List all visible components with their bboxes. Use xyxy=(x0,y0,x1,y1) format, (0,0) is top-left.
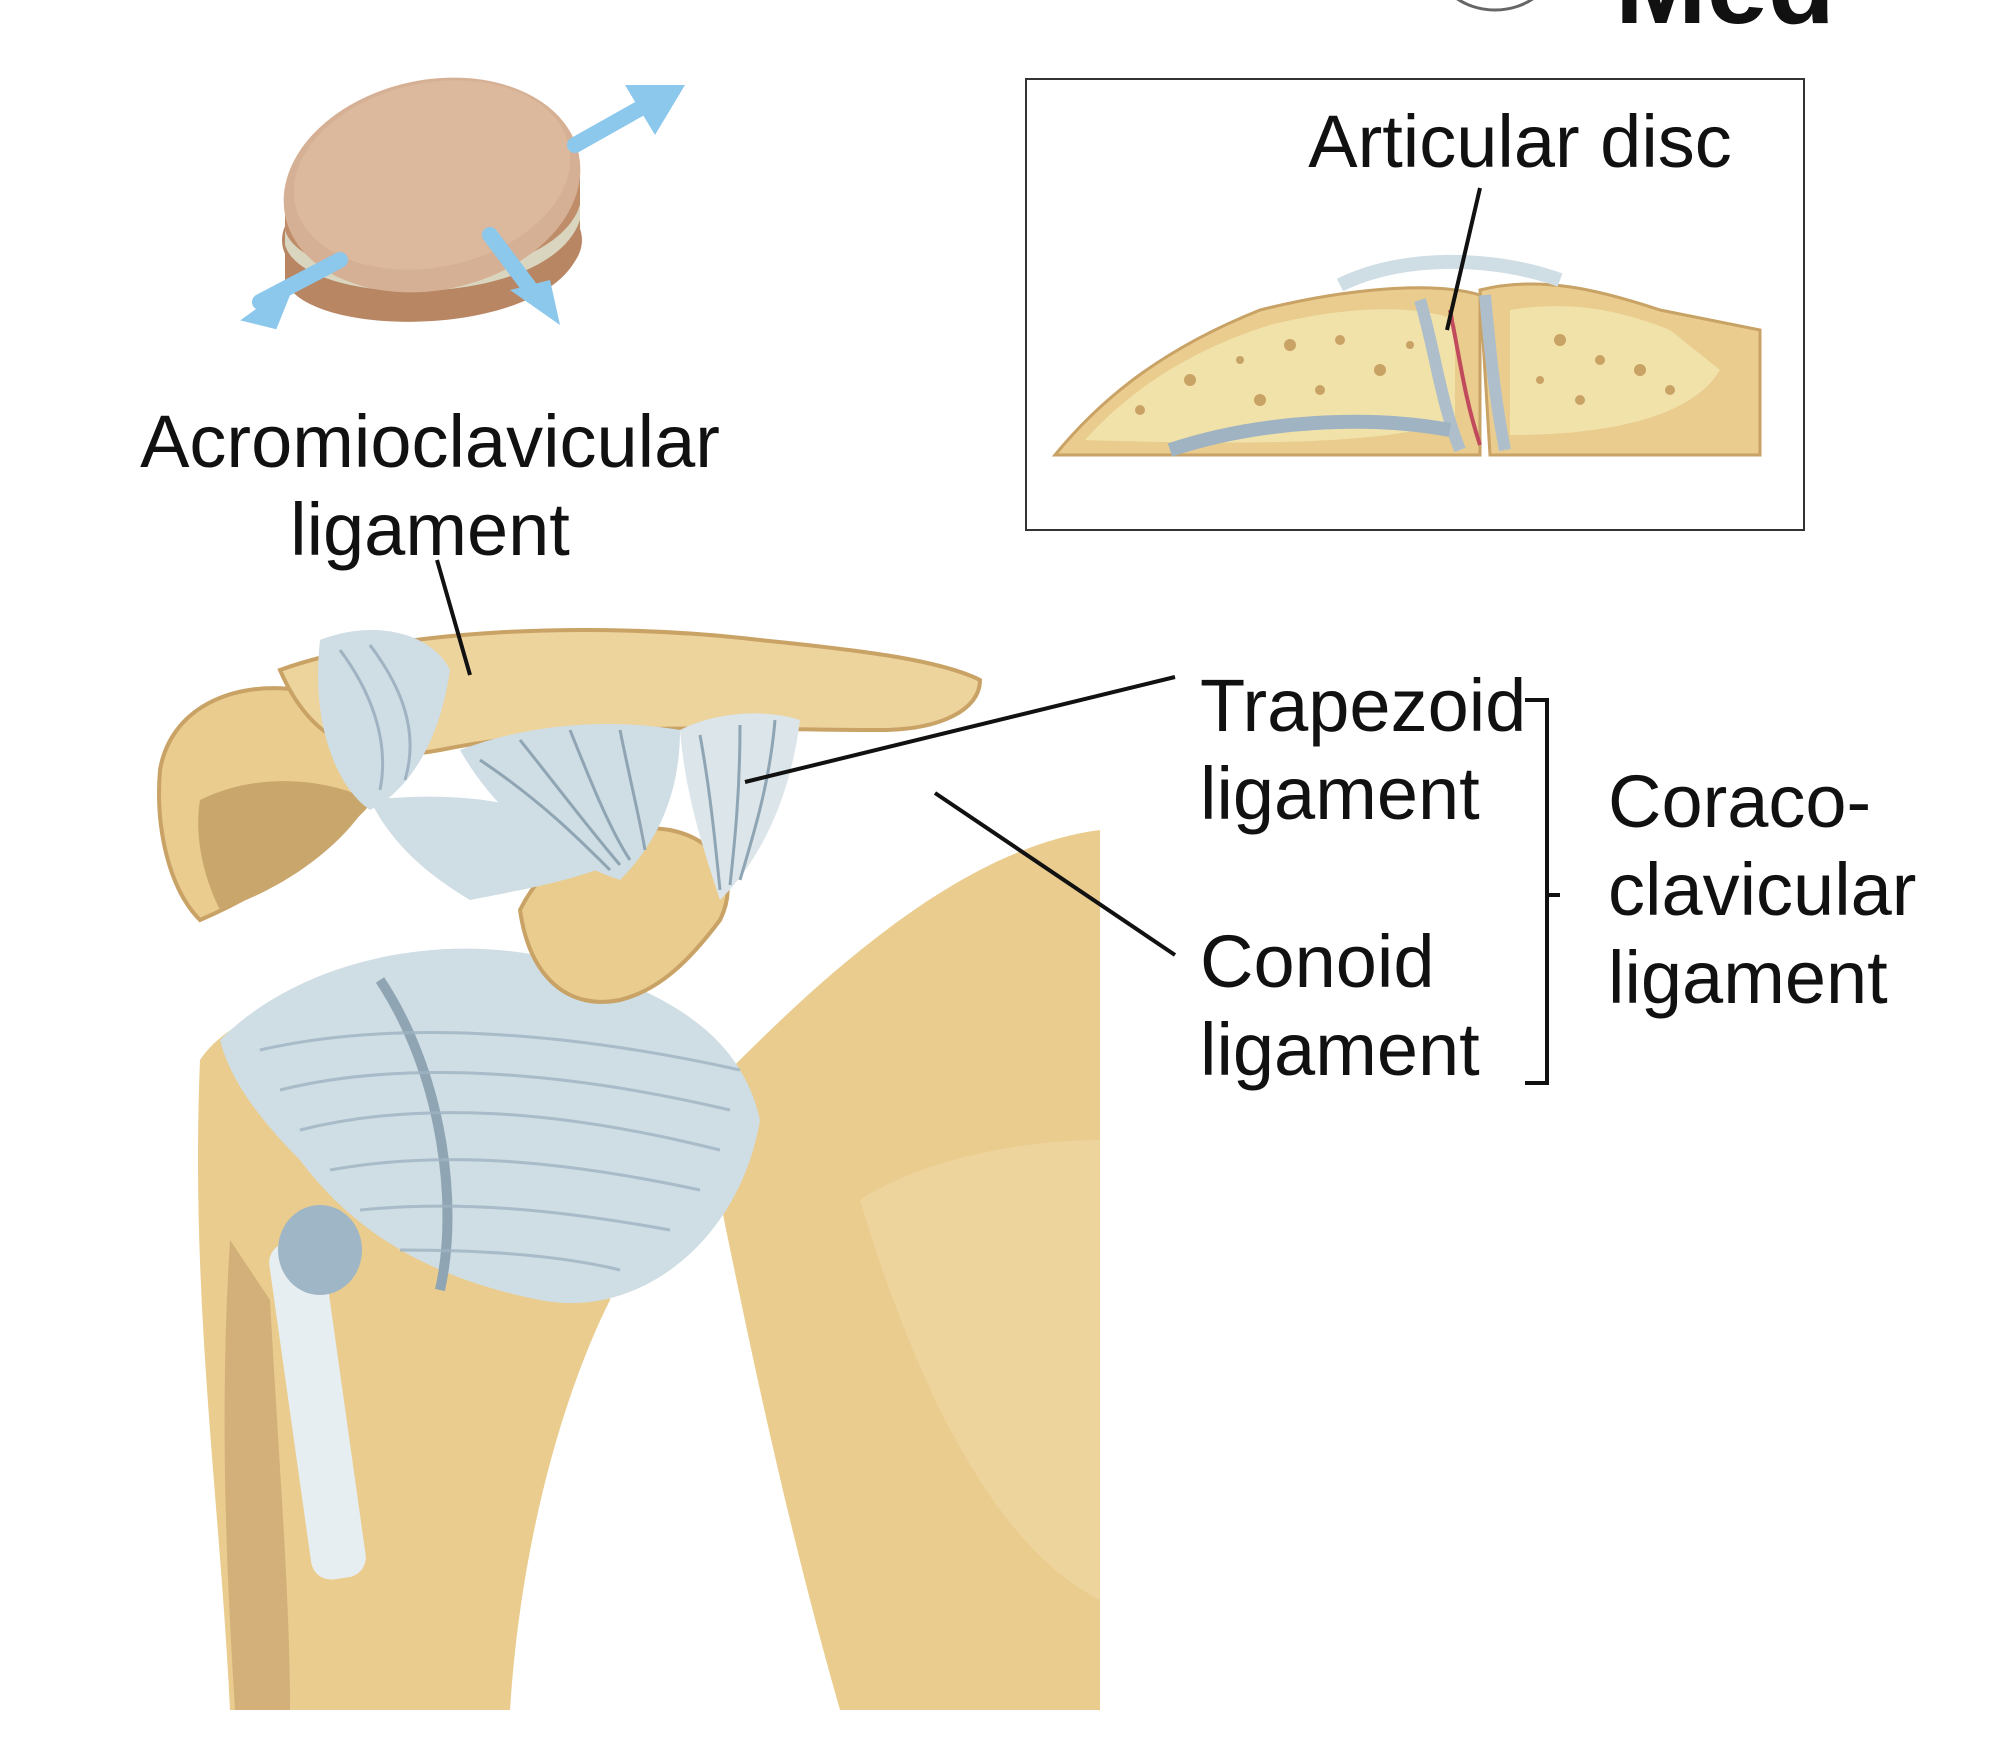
articular-disc-inset xyxy=(1051,254,1762,457)
label-articular-disc: Articular disc xyxy=(1308,100,1732,183)
conoid-leader xyxy=(933,791,1177,957)
trapezoid-leader xyxy=(744,675,1176,784)
coracoclavicular-bracket xyxy=(1525,698,1560,1085)
plane-joint-icon xyxy=(240,77,685,330)
shoulder-joint-illustration xyxy=(157,628,1100,1710)
label-acromioclavicular: Acromioclavicular ligament xyxy=(140,400,720,571)
articular-disc-leader xyxy=(1445,187,1482,331)
label-trapezoid: Trapezoid ligament xyxy=(1200,664,1527,835)
acromioclavicular-leader xyxy=(435,559,472,676)
inset-frame xyxy=(1025,78,1805,531)
university-seal-icon xyxy=(1456,0,1534,12)
label-coracoclavicular: Coraco- clavicular ligament xyxy=(1608,760,1917,1019)
logo-text: Med xyxy=(1615,0,1835,46)
label-conoid: Conoid ligament xyxy=(1200,920,1480,1091)
